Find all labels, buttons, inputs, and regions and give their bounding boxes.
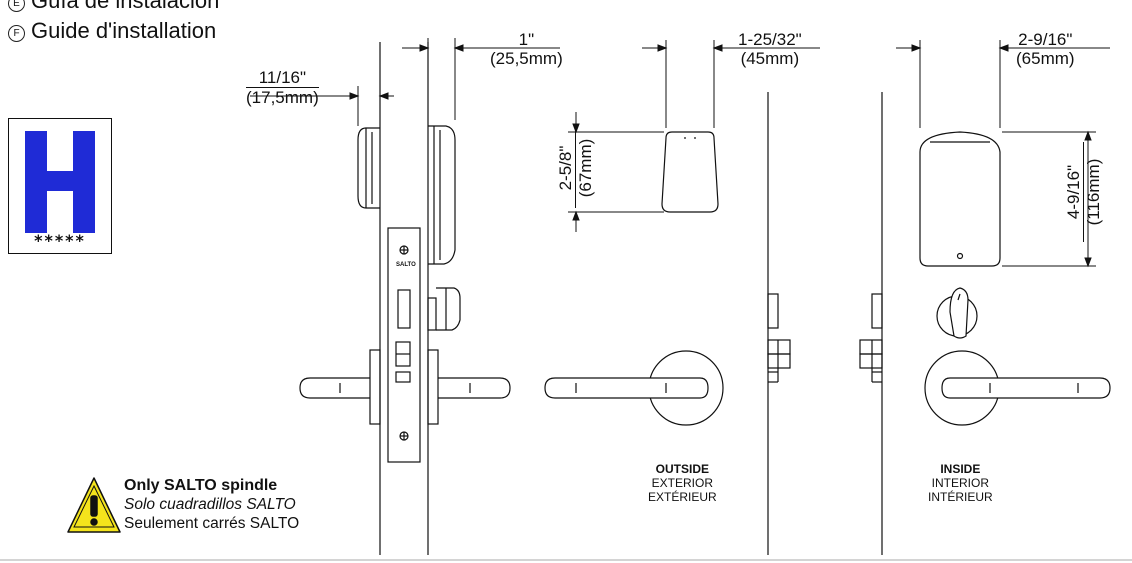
side-view-rose-inside [427, 349, 439, 425]
spindle-warning: Only SALTO spindle Solo cuadradillos SAL… [124, 476, 299, 533]
backset-dimension-label: 11/16" (17,5mm) [246, 68, 319, 107]
french-letter-icon: F [8, 25, 25, 42]
warning-spanish: Solo cuadradillos SALTO [124, 496, 296, 513]
backset-imperial: 11/16" [246, 68, 319, 88]
inside-label-fr: INTÉRIEUR [928, 490, 993, 504]
side-view-lever-outside [299, 377, 370, 399]
side-view-rose-outside [369, 349, 381, 425]
inside-reader-front [919, 131, 1001, 267]
badge-stars: ***** [34, 231, 86, 250]
door-dimension-lines [402, 38, 560, 120]
door-dimension-label: 1" (25,5mm) [490, 30, 563, 68]
outside-depth-metric: (45mm) [740, 49, 800, 68]
side-view-thumbturn [427, 287, 461, 331]
side-view-inside-reader [428, 125, 456, 265]
inside-strike [859, 293, 883, 383]
side-view-lever-inside [438, 377, 511, 399]
outside-height-metric: (67mm) [576, 138, 595, 198]
inside-height-dimension-lines [1002, 130, 1096, 268]
warning-english: Only SALTO spindle [124, 477, 278, 494]
inside-depth-dimension-lines [896, 40, 1110, 128]
inside-depth-metric: (65mm) [1016, 49, 1075, 68]
outside-label: OUTSIDE EXTERIOR EXTÉRIEUR [648, 462, 717, 504]
outside-strike [767, 293, 791, 383]
door-imperial: 1" [518, 30, 535, 49]
inside-label: INSIDE INTERIOR INTÉRIEUR [928, 462, 993, 504]
spanish-letter-icon: E [8, 0, 25, 12]
inside-height-imperial: 4-9/16" [1064, 142, 1084, 242]
inside-label-es: INTERIOR [931, 476, 989, 490]
inside-height-metric: (116mm) [1084, 158, 1103, 226]
side-view-door [379, 42, 429, 555]
outside-height-imperial: 2-5/8" [556, 128, 576, 208]
spanish-guide-title: E Guía de instalación [8, 0, 219, 14]
outside-lever-front [544, 350, 724, 426]
inside-depth-imperial: 2-9/16" [1018, 30, 1073, 49]
h-letter-icon [25, 131, 95, 233]
side-view-outside-reader [357, 127, 380, 209]
outside-height-label: 2-5/8" (67mm) [556, 128, 595, 208]
inside-lever-front [924, 350, 1111, 426]
backset-dimension-lines [250, 86, 394, 126]
inside-label-en: INSIDE [940, 462, 981, 476]
french-title-text: Guide d'installation [31, 18, 217, 43]
outside-label-fr: EXTÉRIEUR [648, 490, 717, 504]
outside-label-en: OUTSIDE [655, 462, 710, 476]
h-rating-badge: ***** [8, 118, 112, 254]
warning-french: Seulement carrés SALTO [124, 515, 300, 532]
warning-icon [67, 477, 121, 533]
outside-label-es: EXTERIOR [651, 476, 714, 490]
thumbturn-front [936, 287, 978, 339]
lockcase-label: SALTO [396, 262, 416, 268]
door-metric: (25,5mm) [490, 49, 563, 68]
side-view-lockcase [387, 227, 421, 463]
inside-depth-label: 2-9/16" (65mm) [1016, 30, 1075, 68]
french-guide-title: F Guide d'installation [8, 18, 216, 44]
outside-depth-label: 1-25/32" (45mm) [738, 30, 802, 68]
outside-depth-imperial: 1-25/32" [738, 30, 802, 49]
backset-metric: (17,5mm) [246, 88, 319, 107]
inside-height-label: 4-9/16" (116mm) [1064, 142, 1103, 242]
outside-depth-dimension-lines [642, 40, 820, 128]
outside-height-dimension-lines [568, 112, 664, 232]
spanish-title-text: Guía de instalación [31, 0, 220, 13]
outside-reader-front [661, 131, 719, 213]
